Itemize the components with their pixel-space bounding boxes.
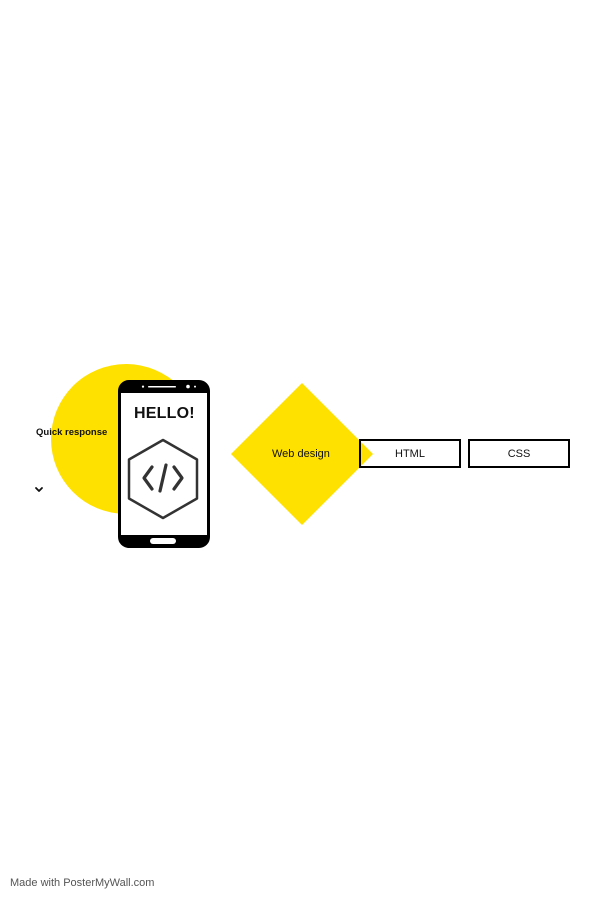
yellow-diamond-shape [231,383,373,525]
hello-heading: HELLO! [134,405,195,422]
tag-html: HTML [359,439,461,468]
smartphone-icon [118,380,210,548]
tag-css-label: CSS [507,447,531,460]
made-with-credit: Made with PosterMyWall.com [10,877,155,889]
tag-css: CSS [468,439,570,468]
web-design-label: Web design [272,448,330,460]
tag-html-label: HTML [395,447,425,460]
chevron-down-icon[interactable] [34,484,44,494]
quick-response-label: Quick response [36,427,108,438]
